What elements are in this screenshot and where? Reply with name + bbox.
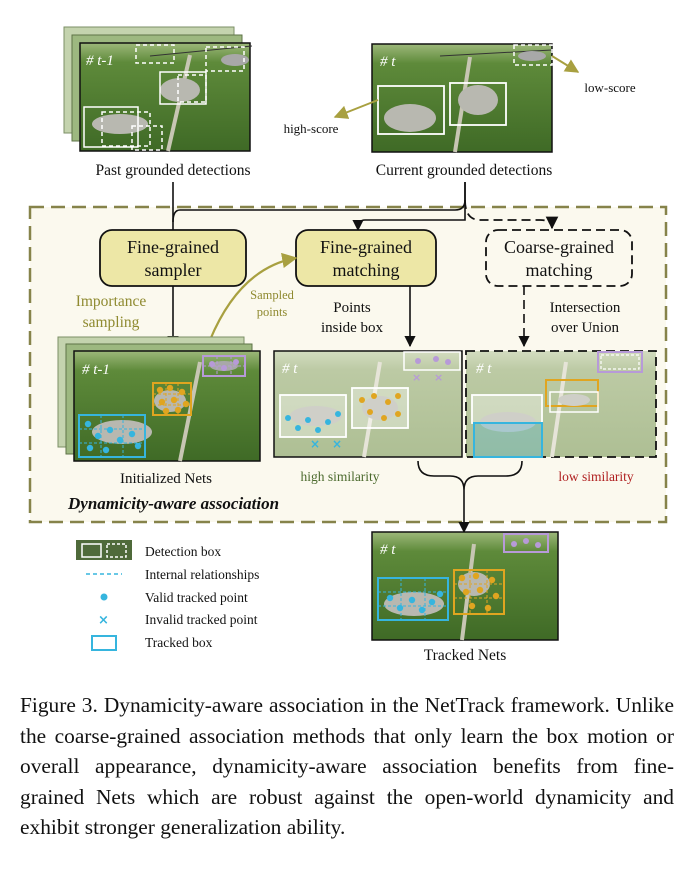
svg-text:×: ×	[332, 437, 342, 451]
past-detections-frames: # t-1	[63, 26, 253, 152]
fine-grained-matching-node: Fine-grained matching	[295, 229, 437, 287]
coarse-matching-frame	[465, 350, 657, 458]
initialized-nets-caption: Initialized Nets	[120, 471, 212, 487]
sampled-points-label-2: points	[257, 305, 288, 319]
legend-invalid-point: Invalid tracked point	[145, 612, 258, 627]
legend-tracked-swatch	[91, 635, 117, 651]
figure-caption: Figure 3. Dynamicity-aware association i…	[20, 693, 674, 840]
coarse-frame-label: # t	[476, 361, 492, 377]
legend-invalid-swatch: ×	[98, 613, 109, 628]
tracked-nets-frame	[371, 531, 559, 641]
legend-detection-box: Detection box	[145, 544, 221, 559]
current-detections-frame	[371, 43, 553, 153]
svg-text:×: ×	[412, 371, 421, 384]
high-score-label: high-score	[284, 121, 339, 136]
current-detections-caption: Current grounded detections	[376, 162, 552, 179]
initialized-nets-frames	[57, 336, 261, 462]
legend-detection-swatch	[76, 540, 132, 560]
init-frame-label: # t-1	[82, 362, 110, 378]
svg-text:matching: matching	[526, 260, 593, 280]
legend-internal-relationships: Internal relationships	[145, 567, 259, 582]
low-score-label: low-score	[584, 80, 635, 95]
sampled-points-label-1: Sampled	[250, 288, 294, 302]
svg-text:×: ×	[434, 371, 443, 384]
legend: Detection box Internal relationships Val…	[76, 540, 259, 651]
fine-grained-sampler-node: Fine-grained sampler	[99, 229, 247, 287]
past-frame-label: # t-1	[86, 53, 114, 69]
low-score-box	[513, 44, 553, 66]
sampled-points-arrow	[208, 252, 298, 341]
tracked-nets-caption: Tracked Nets	[424, 647, 507, 664]
coarse-grained-matching-node: Coarse-grained matching	[485, 229, 633, 287]
current-frame-label: # t	[380, 54, 396, 70]
importance-sampling-label-1: Importance	[76, 293, 147, 310]
svg-text:sampler: sampler	[145, 260, 202, 280]
svg-text:×: ×	[310, 437, 320, 451]
legend-valid-point: Valid tracked point	[145, 590, 248, 605]
fine-matching-frame: × × × ×	[273, 350, 463, 458]
points-inside-label-1: Points	[333, 300, 371, 316]
legend-tracked-box: Tracked box	[145, 635, 213, 650]
coarse-connector	[464, 199, 559, 230]
past-frame-image	[79, 42, 253, 152]
svg-text:Coarse-grained: Coarse-grained	[504, 237, 614, 257]
low-score-arrow	[551, 55, 580, 73]
legend-valid-swatch	[100, 593, 108, 601]
section-title: Dynamicity-aware association	[67, 494, 279, 513]
iou-label-1: Intersection	[550, 300, 621, 316]
past-detections-caption: Past grounded detections	[96, 162, 251, 179]
dynamicity-aware-association-diagram: # t-1 Past grounded detections # t Curre…	[28, 26, 668, 664]
high-similarity-label: high similarity	[300, 469, 379, 484]
high-score-box	[377, 85, 445, 135]
svg-text:Fine-grained: Fine-grained	[127, 237, 219, 257]
svg-text:matching: matching	[333, 260, 400, 280]
match-frame-label: # t	[282, 361, 298, 377]
tracked-frame-label: # t	[380, 542, 396, 558]
low-similarity-label: low similarity	[558, 469, 634, 484]
iou-label-2: over Union	[551, 320, 619, 336]
points-inside-label-2: inside box	[321, 320, 384, 336]
svg-text:Fine-grained: Fine-grained	[320, 237, 412, 257]
importance-sampling-label-2: sampling	[83, 314, 140, 331]
high-score-arrow	[333, 99, 379, 119]
